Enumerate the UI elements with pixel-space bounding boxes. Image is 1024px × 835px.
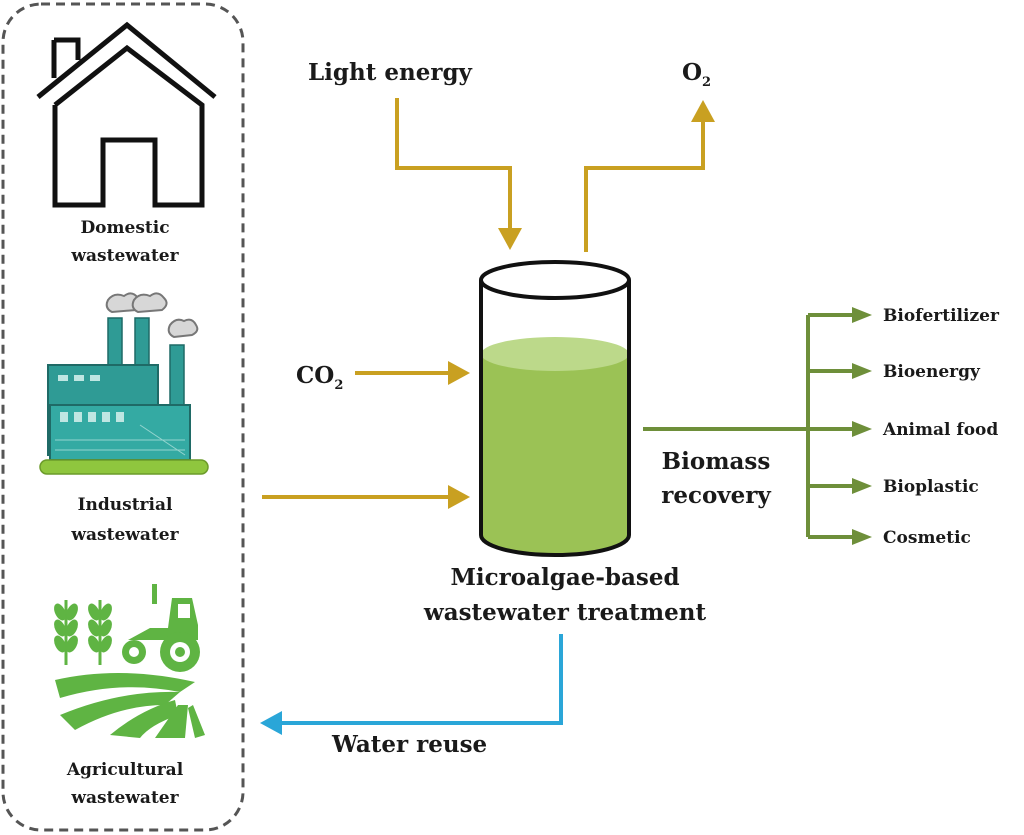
co2-label: CO2 (296, 362, 343, 393)
biomass-label-2: recovery (661, 482, 771, 509)
product-bioplastic: Bioplastic (883, 477, 979, 497)
sources-group-box (1, 2, 245, 832)
source-label-domestic-2: wastewater (70, 246, 179, 266)
arrowhead-biofertilizer-icon (852, 307, 872, 323)
product-biofertilizer: Biofertilizer (883, 306, 1000, 326)
light-energy-arrow (395, 98, 512, 230)
arrowhead-cosmetic-icon (852, 529, 872, 545)
o2-label: O2 (682, 59, 711, 90)
factory-icon (39, 292, 209, 475)
product-animal-food: Animal food (882, 420, 998, 440)
biomass-arrowheads (852, 307, 872, 545)
water-reuse-label: Water reuse (331, 731, 487, 758)
wastewater-arrowhead-icon (448, 485, 470, 509)
photobioreactor (479, 260, 631, 557)
source-label-agricultural-2: wastewater (70, 788, 179, 808)
arrowhead-animal-food-icon (852, 421, 872, 437)
o2-arrowhead-icon (691, 100, 715, 122)
source-label-industrial-2: wastewater (70, 525, 179, 545)
water-arrowhead-icon (260, 711, 282, 735)
arrowhead-bioenergy-icon (852, 363, 872, 379)
house-icon (36, 21, 217, 208)
product-cosmetic: Cosmetic (883, 528, 971, 548)
o2-arrow (584, 118, 705, 252)
arrowhead-bioplastic-icon (852, 478, 872, 494)
light-arrowhead-icon (498, 228, 522, 250)
source-label-industrial-1: Industrial (78, 495, 173, 515)
reactor-label-1: Microalgae-based (450, 564, 679, 591)
biomass-arrows (643, 313, 855, 539)
source-label-agricultural-1: Agricultural (66, 760, 184, 780)
biomass-label-1: Biomass (662, 448, 771, 475)
water-reuse-arrow (280, 634, 563, 725)
co2-arrowhead-icon (448, 361, 470, 385)
source-label-domestic-1: Domestic (80, 218, 169, 238)
reactor-label-2: wastewater treatment (423, 599, 707, 626)
agriculture-icon (54, 584, 205, 738)
light-energy-label: Light energy (308, 59, 473, 86)
product-bioenergy: Bioenergy (883, 362, 981, 382)
